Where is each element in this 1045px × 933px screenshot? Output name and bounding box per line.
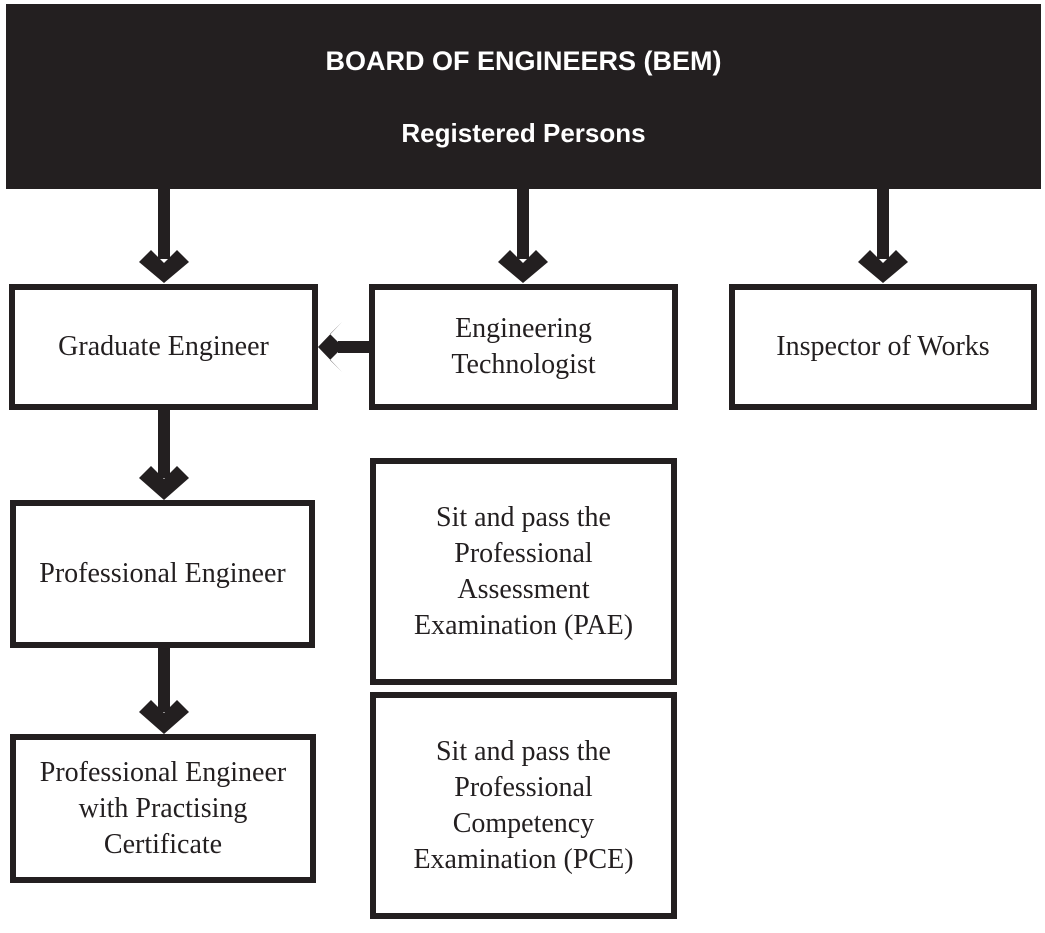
node-label-line: Professional bbox=[454, 537, 593, 569]
node-pe-practising-certificate: Professional Engineer with Practising Ce… bbox=[10, 734, 316, 883]
node-label-line: with Practising bbox=[78, 792, 248, 824]
node-label: Professional Engineer bbox=[39, 558, 286, 589]
arrow-graduate-to-professional bbox=[139, 408, 189, 500]
node-label-line: Examination (PAE) bbox=[413, 609, 634, 641]
node-label: Graduate Engineer bbox=[58, 331, 269, 362]
arrow-technologist-to-graduate bbox=[318, 322, 372, 372]
node-label-line: Sit and pass the bbox=[435, 735, 611, 767]
node-label-line: Sit and pass the bbox=[436, 501, 611, 533]
arrow-header-to-inspector bbox=[858, 189, 908, 283]
node-label-line: Technologist bbox=[451, 349, 596, 380]
node-label-line: Professional Engineer bbox=[39, 756, 287, 788]
node-professional-engineer: Professional Engineer bbox=[10, 500, 315, 648]
header-title: BOARD OF ENGINEERS (BEM) bbox=[325, 46, 722, 76]
node-label-line: Professional bbox=[454, 771, 593, 803]
node-label-line: Competency bbox=[452, 807, 595, 839]
node-label-line: Examination (PCE) bbox=[413, 843, 634, 875]
node-graduate-engineer: Graduate Engineer bbox=[9, 284, 318, 410]
node-engineering-technologist: Engineering Technologist bbox=[369, 284, 678, 410]
node-pae: Sit and pass the Professional Assessment… bbox=[370, 458, 677, 685]
bem-header: BOARD OF ENGINEERS (BEM) Registered Pers… bbox=[6, 4, 1041, 189]
node-label-line: Assessment bbox=[457, 573, 590, 605]
node-label: Inspector of Works bbox=[776, 331, 990, 362]
arrow-header-to-graduate bbox=[139, 189, 189, 283]
node-pce: Sit and pass the Professional Competency… bbox=[370, 692, 677, 919]
node-label-line: Engineering bbox=[455, 313, 592, 344]
header-subtitle: Registered Persons bbox=[401, 118, 646, 148]
arrow-professional-to-practising bbox=[139, 646, 189, 734]
node-inspector-of-works: Inspector of Works bbox=[729, 284, 1037, 410]
node-label-line: Certificate bbox=[103, 828, 223, 860]
arrow-header-to-technologist bbox=[498, 189, 548, 283]
